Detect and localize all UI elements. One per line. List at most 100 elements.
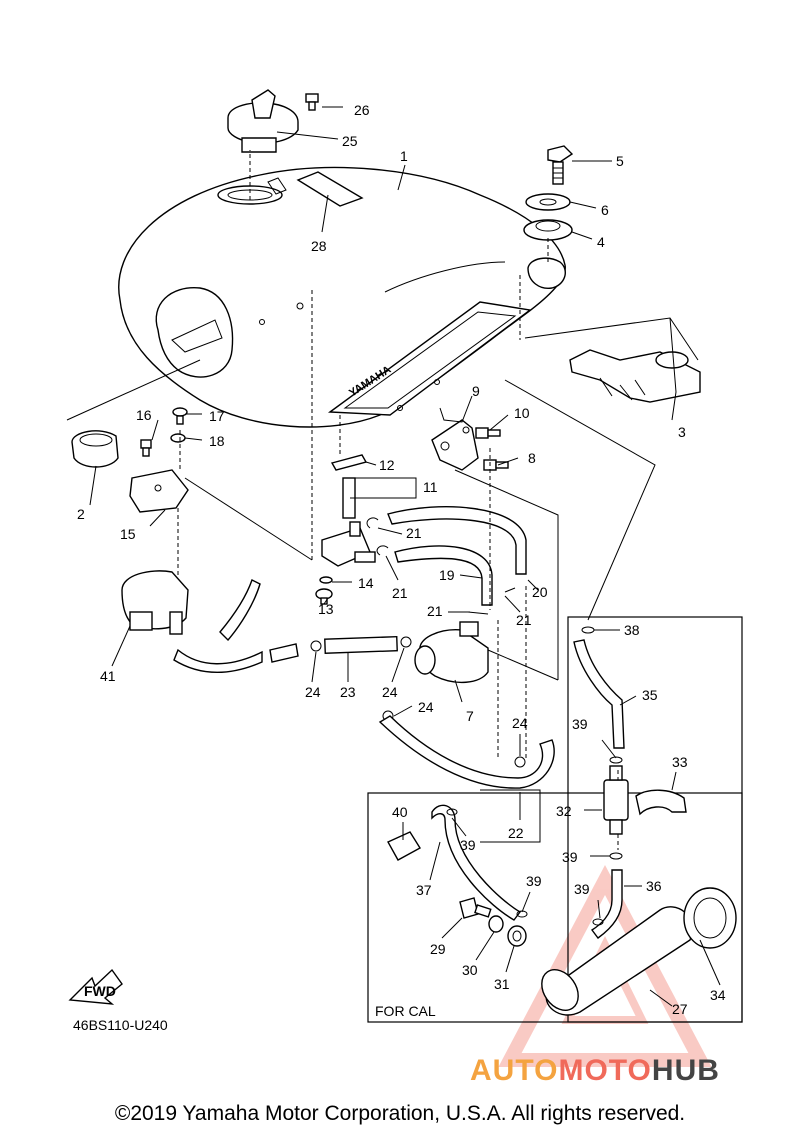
- fwd-arrow-icon: FWD: [68, 968, 123, 1005]
- fuel-hose-19[interactable]: [394, 545, 493, 606]
- clamp-33[interactable]: [635, 789, 687, 816]
- callout-32: 32: [556, 803, 572, 819]
- callout-numbers: 1 2 3 4 5 6 7 8 9 10 11 12 13 14 15 16 1…: [73, 102, 726, 1033]
- washer-14[interactable]: [319, 576, 333, 584]
- callout-22: 22: [508, 825, 524, 841]
- callout-39b: 39: [562, 849, 578, 865]
- callout-24b: 24: [382, 684, 398, 700]
- callout-34: 34: [710, 987, 726, 1003]
- callout-39d: 39: [526, 873, 542, 889]
- gasket-12[interactable]: [330, 454, 368, 471]
- callout-30: 30: [462, 962, 478, 978]
- callout-18: 18: [209, 433, 225, 449]
- callout-10: 10: [514, 405, 530, 421]
- copyright-notice: ©2019 Yamaha Motor Corporation, U.S.A. A…: [114, 1102, 686, 1125]
- callout-3: 3: [678, 424, 686, 440]
- callout-20: 20: [532, 584, 548, 600]
- damper-bracket-3[interactable]: [569, 349, 701, 403]
- valve-41[interactable]: [121, 570, 189, 635]
- callout-39e: 39: [574, 881, 590, 897]
- callout-35: 35: [642, 687, 658, 703]
- bolt-29[interactable]: [459, 897, 492, 919]
- grommet-31[interactable]: [507, 925, 527, 947]
- cal-box-label: FOR CAL: [375, 1003, 436, 1019]
- callout-6: 6: [601, 202, 609, 218]
- callout-7: 7: [466, 708, 474, 724]
- fuel-cap[interactable]: [227, 89, 299, 153]
- canister-holder-34[interactable]: [683, 887, 737, 949]
- callout-12: 12: [379, 457, 395, 473]
- fuel-hose-20[interactable]: [387, 506, 527, 575]
- damper-2[interactable]: [71, 430, 119, 468]
- callout-23: 23: [340, 684, 356, 700]
- callout-37: 37: [416, 882, 432, 898]
- bolt-10[interactable]: [475, 427, 501, 439]
- bolt-5[interactable]: [547, 145, 574, 185]
- watermark-logo: AUTOMOTOHUB: [470, 1054, 720, 1088]
- callout-28: 28: [311, 238, 327, 254]
- callout-5: 5: [616, 153, 624, 169]
- callout-11: 11: [423, 479, 438, 495]
- callout-13: 13: [318, 601, 334, 617]
- bracket-15[interactable]: [129, 469, 189, 513]
- callout-39a: 39: [572, 716, 588, 732]
- hose-37[interactable]: [431, 804, 522, 921]
- callout-31: 31: [494, 976, 510, 992]
- callout-27: 27: [672, 1001, 688, 1017]
- bolt-16[interactable]: [140, 439, 152, 457]
- callout-21a: 21: [406, 525, 422, 541]
- watermark-part1: AUTO: [470, 1054, 559, 1087]
- callout-17: 17: [209, 408, 225, 424]
- parts-diagram: YAMAHA: [66, 89, 743, 1067]
- damper-4[interactable]: [523, 219, 573, 241]
- callout-1: 1: [400, 148, 408, 164]
- fwd-label: FWD: [84, 983, 116, 999]
- warning-label-sticker[interactable]: [267, 171, 364, 207]
- callout-9: 9: [472, 383, 480, 399]
- cap-screw[interactable]: [305, 93, 319, 111]
- leader-lines: [66, 106, 721, 1007]
- callout-14: 14: [358, 575, 374, 591]
- cal-box-inner: [367, 792, 743, 1023]
- callout-15: 15: [120, 526, 136, 542]
- callout-41: 41: [100, 668, 116, 684]
- washer-6[interactable]: [525, 193, 571, 211]
- callout-38: 38: [624, 622, 640, 638]
- fuel-cock-11[interactable]: [321, 477, 376, 567]
- callout-24d: 24: [512, 715, 528, 731]
- callout-39c: 39: [460, 837, 476, 853]
- callout-2: 2: [77, 506, 85, 522]
- collar-30[interactable]: [488, 915, 504, 933]
- canister-27[interactable]: [534, 906, 693, 1017]
- callout-4: 4: [597, 234, 605, 250]
- callout-19: 19: [439, 567, 455, 583]
- screw-13[interactable]: [315, 588, 333, 605]
- fuel-hose-22[interactable]: [378, 715, 555, 789]
- solid-connector-lines: [184, 379, 656, 843]
- pipe-23[interactable]: [324, 635, 398, 654]
- dashed-alignment-lines: [177, 150, 619, 850]
- fuel-tank[interactable]: YAMAHA: [118, 166, 566, 428]
- bracket-40[interactable]: [387, 831, 421, 861]
- diagram-code: 46BS110-U240: [73, 1017, 168, 1033]
- screw-17[interactable]: [172, 407, 188, 425]
- watermark-part2: MOTO: [558, 1054, 652, 1087]
- vent-hose[interactable]: [173, 579, 299, 673]
- callout-36: 36: [646, 878, 662, 894]
- callout-26: 26: [354, 102, 370, 118]
- watermark-part3: HUB: [651, 1054, 720, 1087]
- bolt-8[interactable]: [483, 459, 509, 471]
- fuel-filter-32[interactable]: [603, 765, 629, 835]
- callout-21c: 21: [427, 603, 443, 619]
- hose-clip-21[interactable]: [366, 517, 516, 615]
- callout-24c: 24: [418, 699, 434, 715]
- callout-33: 33: [672, 754, 688, 770]
- hose-35[interactable]: [573, 639, 625, 749]
- callout-8: 8: [528, 450, 536, 466]
- bracket-9[interactable]: [431, 419, 479, 471]
- washer-18[interactable]: [170, 433, 186, 443]
- callout-24a: 24: [305, 684, 321, 700]
- fuel-pump-7[interactable]: [414, 621, 489, 683]
- callout-40: 40: [392, 804, 408, 820]
- hose-36[interactable]: [590, 869, 623, 939]
